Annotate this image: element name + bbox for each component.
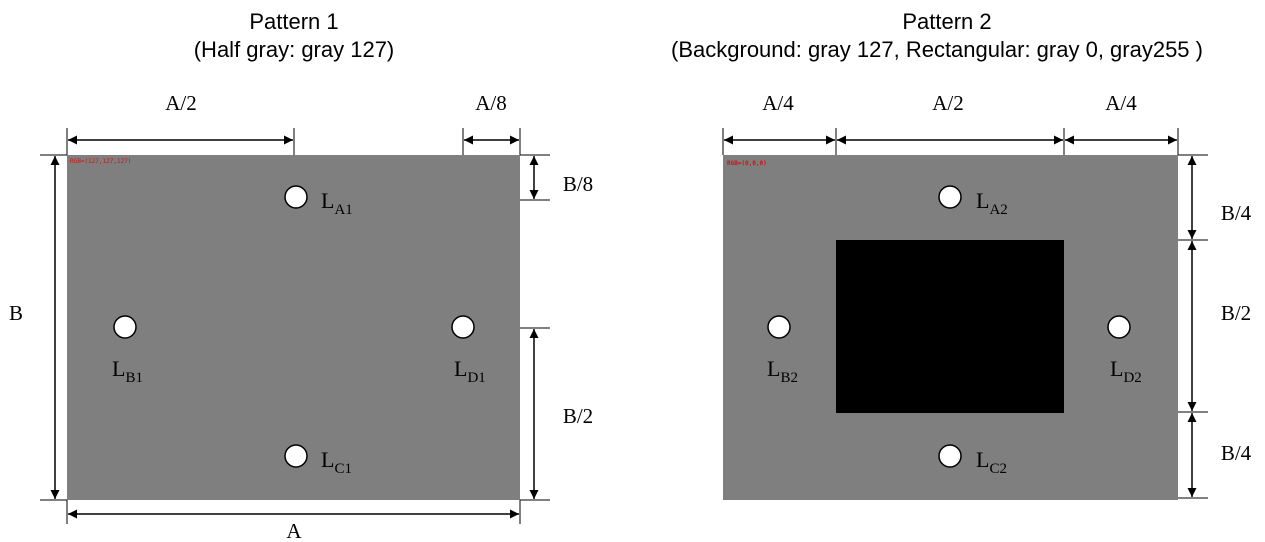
p2-dim-label-right-top: B/4: [1221, 201, 1252, 225]
p1-dim-label-top-left: A/2: [165, 91, 197, 115]
pattern-2: Pattern 2 (Background: gray 127, Rectang…: [671, 9, 1252, 500]
p1-light-c-label: LC1: [321, 447, 352, 477]
p1-dim-label-right-top: B/8: [563, 172, 593, 196]
p2-light-d-circle: [1107, 315, 1131, 339]
p2-dim-label-top-mid: A/2: [932, 91, 964, 115]
p2-light-a-circle: [938, 185, 962, 209]
pattern-2-title: Pattern 2: [902, 9, 991, 34]
p2-dim-label-top-left: A/4: [762, 91, 794, 115]
pattern-1-subtitle: (Half gray: gray 127): [194, 37, 395, 62]
p1-dim-label-left: B: [9, 301, 23, 325]
p2-light-d-label: LD2: [1110, 356, 1142, 386]
p2-dim-label-right-mid: B/2: [1221, 301, 1251, 325]
p2-light-a-label: LA2: [976, 188, 1008, 218]
p1-light-a-label: LA1: [321, 188, 353, 218]
p2-light-b-circle: [767, 315, 791, 339]
p2-dim-label-top-right: A/4: [1105, 91, 1137, 115]
p1-dim-label-top-right: A/8: [475, 91, 507, 115]
p2-light-c-label: LC2: [976, 447, 1007, 477]
p1-dim-label-right-mid: B/2: [563, 404, 593, 428]
p2-light-b-label: LB2: [767, 356, 798, 386]
p1-dim-label-bottom: A: [286, 519, 302, 542]
pattern-2-corner-text: RGB=(0,0,0): [727, 160, 767, 167]
p1-light-c-circle: [284, 444, 308, 468]
p1-light-d-circle: [451, 315, 475, 339]
pattern-1-panel: [67, 155, 520, 500]
p1-light-d-label: LD1: [454, 356, 486, 386]
pattern-2-subtitle: (Background: gray 127, Rectangular: gray…: [671, 37, 1203, 62]
pattern-1-corner-text: RGB=(127,127,127): [70, 158, 131, 165]
p2-dim-label-right-bottom: B/4: [1221, 441, 1252, 465]
p2-light-c-circle: [938, 444, 962, 468]
p1-light-a-circle: [284, 185, 308, 209]
pattern-1-title: Pattern 1: [249, 9, 338, 34]
p1-light-b-circle: [113, 315, 137, 339]
p1-light-b-label: LB1: [112, 356, 143, 386]
pattern-1: Pattern 1 (Half gray: gray 127) RGB=(127…: [9, 9, 593, 542]
pattern-2-center-rectangle: [836, 240, 1064, 413]
